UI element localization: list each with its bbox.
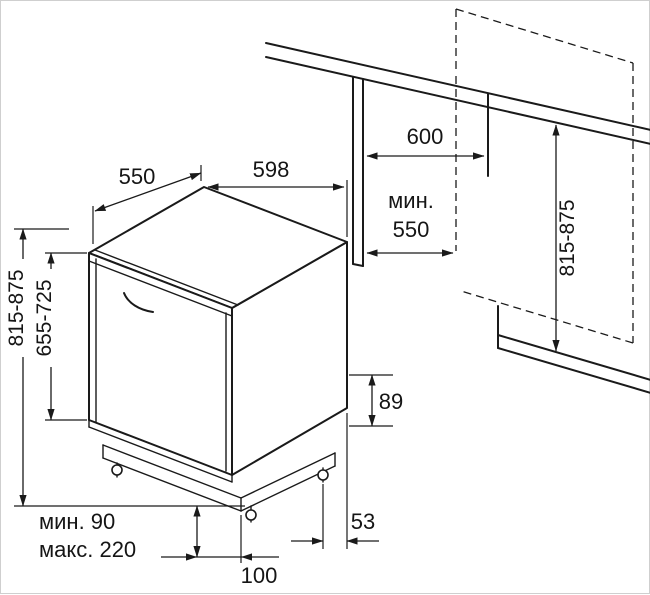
door-bottom-second-edge <box>88 426 233 483</box>
niche-floor-top-edge <box>497 334 650 381</box>
niche-drawing: 600 мин. 550 815-875 <box>265 8 650 394</box>
niche-floor-bottom-edge <box>497 347 650 394</box>
rear-foot-offset-dimension: 53 <box>291 413 379 549</box>
door-height-dimension: 655-725 <box>33 252 87 421</box>
top-face-inner-edge <box>94 249 239 306</box>
niche-width-dimension: 600 <box>366 124 485 160</box>
front-foot-offset-label: 100 <box>241 563 278 588</box>
niche-depth-min-prefix-label: мин. <box>388 188 434 213</box>
depth-dimension-line <box>94 172 202 212</box>
niche-side-panel-bottom-edge <box>352 263 364 267</box>
rear-gap-label: 89 <box>379 389 403 414</box>
door-handle <box>123 292 154 313</box>
plinth-side-top-edge <box>240 452 336 499</box>
plinth-front-top-edge <box>102 444 242 499</box>
dishwasher-dimensions: 550 598 815-875 655-725 <box>5 157 403 588</box>
depth-label: 550 <box>119 164 156 189</box>
width-dimension: 598 <box>207 157 348 237</box>
niche-depth-value-label: 550 <box>393 217 430 242</box>
rear-gap-dimension: 89 <box>349 374 403 427</box>
door-height-label: 655-725 <box>33 279 56 356</box>
cabinet-dashed-bottom-back-edge <box>460 290 634 344</box>
front-right-foot <box>245 509 257 521</box>
front-foot-offset-dimension: 100 <box>161 515 279 588</box>
plinth-max-label: макс. 220 <box>39 537 136 562</box>
width-label: 598 <box>253 157 290 182</box>
niche-depth-dimension: мин. 550 <box>366 188 454 257</box>
depth-dimension: 550 <box>92 164 202 244</box>
total-height-label: 815-875 <box>5 269 28 346</box>
worktop-front-bottom-edge <box>265 56 650 145</box>
front-foot-offset-arrow-right <box>241 553 252 561</box>
dishwasher-drawing <box>88 186 348 523</box>
niche-height-label: 815-875 <box>556 199 579 276</box>
plinth-adjustment-dimension: мин. 90 макс. 220 <box>39 505 201 562</box>
adjustable-feet <box>111 462 329 523</box>
rear-foot <box>317 469 329 481</box>
rear-foot-offset-label: 53 <box>351 509 375 534</box>
door-inner-top-edge <box>88 260 233 317</box>
plinth-front-bottom-edge <box>102 457 242 512</box>
front-foot-offset-arrow-left <box>186 553 197 561</box>
front-left-foot <box>111 464 123 476</box>
niche-height-dimension: 815-875 <box>552 124 579 352</box>
cabinet-dashed-top-back-edge <box>455 8 634 64</box>
total-height-dimension: 815-875 <box>5 228 245 507</box>
plinth-min-label: мин. 90 <box>39 509 115 534</box>
worktop-front-top-edge <box>265 42 650 131</box>
niche-width-label: 600 <box>407 124 444 149</box>
